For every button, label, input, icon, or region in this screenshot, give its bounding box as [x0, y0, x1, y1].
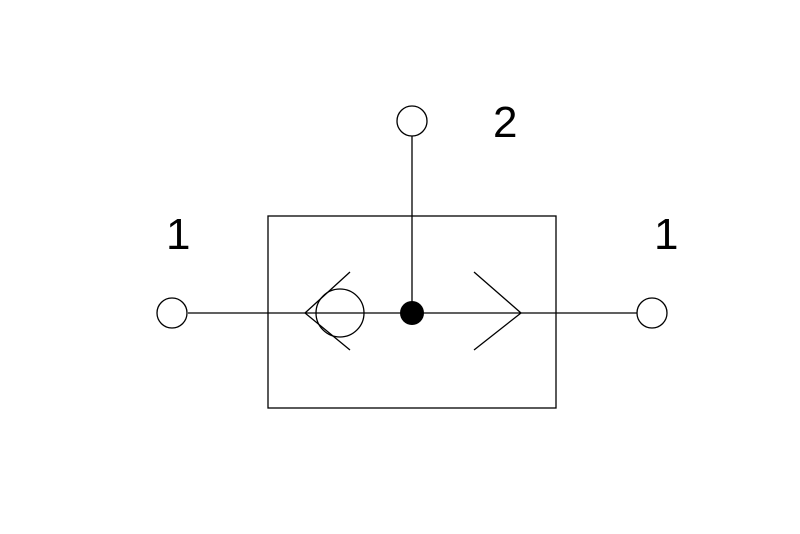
- right-flow-chevron: [473, 271, 523, 351]
- left-valve-seat-chevron: [304, 271, 351, 351]
- left-port-circle: [156, 297, 188, 329]
- right-port-circle: [636, 297, 668, 329]
- check-ball-circle: [315, 288, 365, 338]
- top-port-label: 2: [493, 98, 517, 147]
- right-port-label: 1: [654, 210, 678, 259]
- left-port-label: 1: [166, 210, 190, 259]
- junction-dot: [400, 301, 424, 325]
- top-port-circle: [396, 105, 428, 137]
